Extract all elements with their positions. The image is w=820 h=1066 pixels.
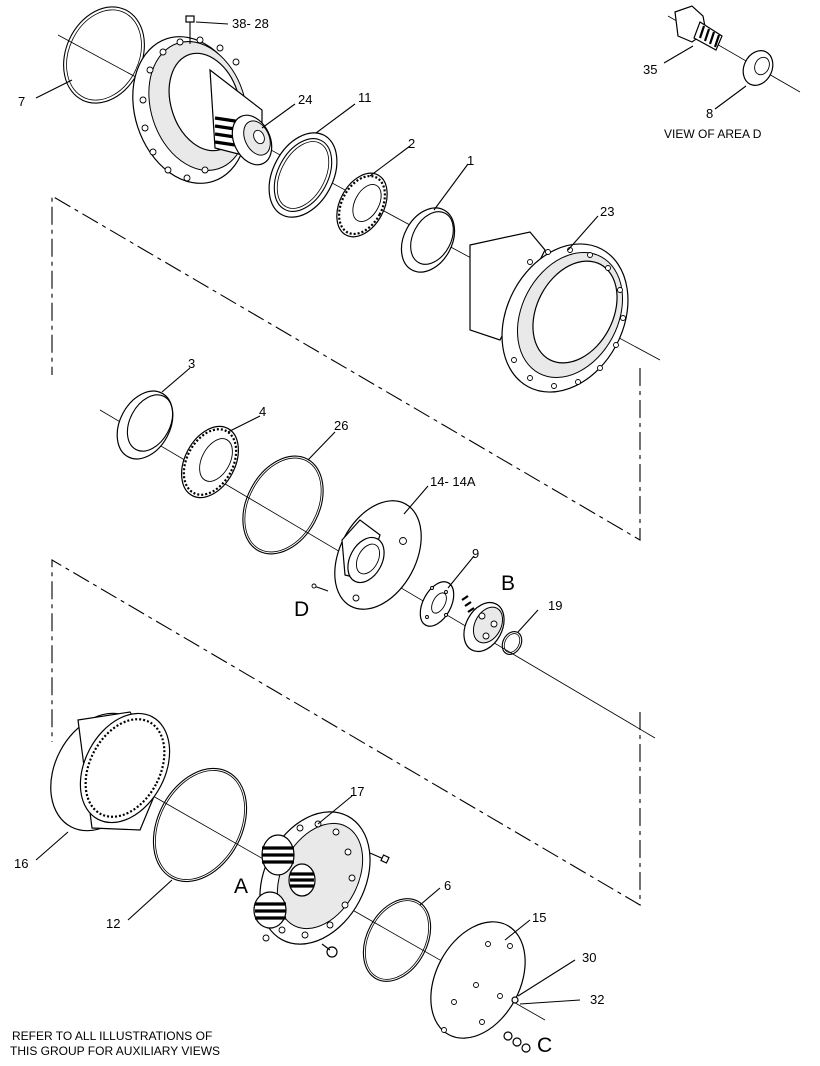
part-12-o-ring bbox=[152, 767, 248, 883]
callout-11: 11 bbox=[358, 90, 372, 105]
footnote-line-2: THIS GROUP FOR AUXILIARY VIEWS bbox=[10, 1044, 220, 1058]
hub-bolt-holes bbox=[139, 36, 240, 182]
marker-d-bolt bbox=[311, 583, 329, 592]
callout-6: 6 bbox=[444, 878, 451, 893]
view-marker-b: B bbox=[501, 572, 515, 595]
part-b-small-carrier bbox=[461, 595, 505, 653]
callout-3: 3 bbox=[188, 356, 195, 371]
part-16-ring-gear bbox=[50, 711, 171, 832]
part-30-plug bbox=[511, 996, 519, 1004]
footnote-line-1: REFER TO ALL ILLUSTRATIONS OF bbox=[12, 1029, 212, 1043]
callout-35: 35 bbox=[643, 62, 657, 77]
part-19-snap-ring bbox=[501, 631, 523, 655]
part-14-14a-cover bbox=[334, 500, 422, 610]
view-markers: B D A C bbox=[234, 572, 552, 1057]
part-3-bearing-cup bbox=[116, 390, 174, 460]
housing-23-holes bbox=[511, 247, 626, 389]
callout-2: 2 bbox=[408, 136, 415, 151]
callout-38-28: 38- 28 bbox=[232, 16, 269, 31]
part-c-washers bbox=[503, 1031, 531, 1053]
part-4-bearing-cone bbox=[181, 425, 239, 499]
part-6-o-ring bbox=[362, 898, 432, 982]
callout-4: 4 bbox=[259, 404, 266, 419]
part-2-bearing-cone bbox=[336, 172, 388, 238]
callout-8: 8 bbox=[706, 106, 713, 121]
callout-24: 24 bbox=[298, 92, 312, 107]
view-of-area-d-title: VIEW OF AREA D bbox=[664, 127, 762, 141]
part-17-screw bbox=[369, 852, 390, 864]
planet-gear-upper bbox=[261, 834, 295, 876]
callout-7: 7 bbox=[18, 94, 25, 109]
view-marker-d: D bbox=[294, 598, 309, 621]
sun-gear bbox=[288, 863, 316, 897]
callout-26: 26 bbox=[334, 418, 348, 433]
part-9-thrust-washer bbox=[419, 581, 455, 627]
callout-30: 30 bbox=[582, 950, 596, 965]
callout-14-14a: 14- 14A bbox=[430, 474, 476, 489]
part-17-planet-carrier bbox=[253, 811, 371, 945]
leader-lines bbox=[35, 21, 747, 1005]
part-15-cover-plate bbox=[430, 921, 526, 1039]
part-35-bolt bbox=[674, 5, 723, 51]
callout-17: 17 bbox=[350, 784, 364, 799]
view-marker-c: C bbox=[537, 1034, 552, 1057]
part-1-bearing-cup bbox=[400, 207, 456, 273]
callout-32: 32 bbox=[590, 992, 604, 1007]
callout-12: 12 bbox=[106, 916, 120, 931]
callout-16: 16 bbox=[14, 856, 28, 871]
part-8-spacer bbox=[742, 50, 774, 86]
callout-15: 15 bbox=[532, 910, 546, 925]
view-marker-a: A bbox=[234, 875, 248, 898]
part-38-28-bolt bbox=[185, 15, 195, 44]
callout-19: 19 bbox=[548, 598, 562, 613]
callout-23: 23 bbox=[600, 204, 614, 219]
group-bracket-lower bbox=[51, 559, 641, 906]
part-11-seal-ring bbox=[268, 132, 338, 218]
part-26-o-ring bbox=[242, 455, 324, 555]
planet-gear-lower bbox=[253, 891, 287, 929]
group-bracket-upper bbox=[51, 195, 641, 541]
part-hub-housing bbox=[132, 36, 263, 184]
callout-9: 9 bbox=[472, 546, 479, 561]
part-23-housing bbox=[469, 231, 629, 393]
callout-1: 1 bbox=[467, 153, 474, 168]
part-carrier-bolt bbox=[321, 943, 338, 958]
callout-labels: 7 38- 28 24 11 2 1 23 35 8 3 4 26 14- 14… bbox=[14, 16, 713, 1007]
